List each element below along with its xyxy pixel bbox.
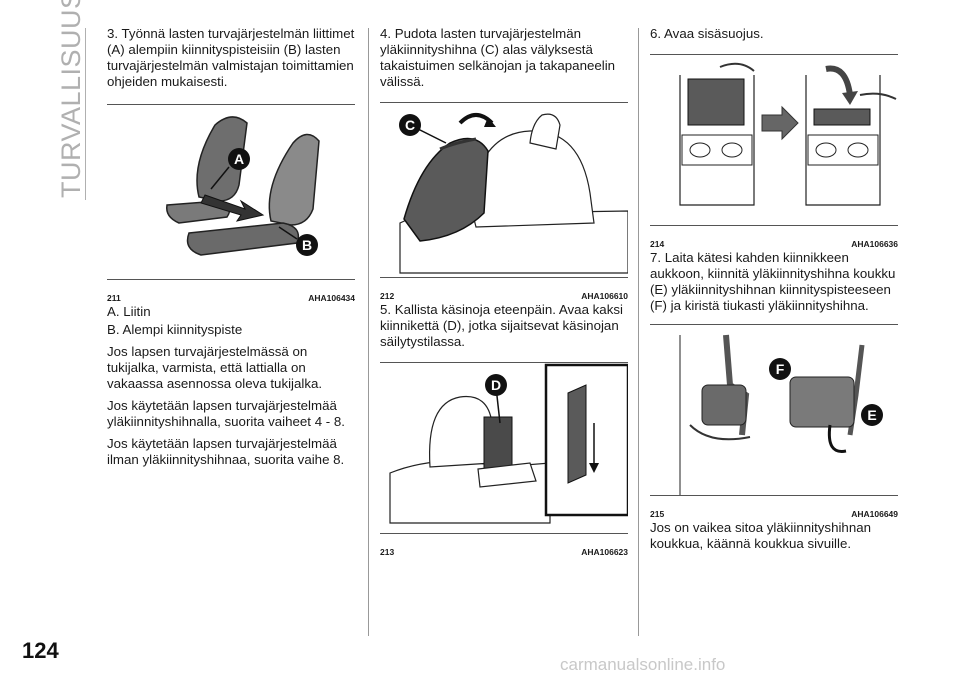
tether-drop-illustration: C: [399, 113, 628, 274]
figure-code: AHA106610: [581, 291, 628, 301]
column-divider: [638, 28, 639, 636]
figure-213: D 213 AHA106623: [380, 362, 628, 557]
callout-e: [861, 404, 883, 426]
figure-code: AHA106636: [851, 239, 898, 249]
figure-number: 215: [650, 509, 665, 519]
figure-214: 214 AHA106636: [650, 54, 898, 249]
page-number: 124: [22, 638, 59, 663]
inner-cover-illustration: [679, 62, 897, 206]
callout-a-text: A: [234, 151, 244, 167]
step-7-text: 7. Laita kätesi kahden kiinnikkeen aukko…: [650, 250, 896, 313]
figure-number: 214: [650, 239, 665, 249]
callout-d: [485, 374, 507, 396]
figure-215: F E 215 AHA106649: [650, 324, 898, 519]
section-sidebar: TURVALLISUUS: [52, 0, 92, 200]
armrest-illustration: D: [389, 363, 628, 524]
paragraph-support-leg: Jos lapsen turvajärjestelmässä on tukija…: [107, 344, 323, 391]
callout-a: [228, 148, 250, 170]
figure-code: AHA106623: [581, 547, 628, 557]
figure-number: 211: [107, 293, 121, 303]
column-divider: [368, 28, 369, 636]
callout-b: [296, 234, 318, 256]
figure-number: 213: [380, 547, 395, 557]
figure-211: A B 211 AHA106434: [107, 104, 355, 303]
step-6-text: 6. Avaa sisäsuojus.: [650, 26, 764, 41]
legend-b: B. Alempi kiinnityspiste: [107, 322, 243, 337]
column-1: 3. Työnnä lasten turvajärjestelmän liitt…: [107, 26, 355, 474]
callout-c-text: C: [405, 117, 415, 133]
column-3: 6. Avaa sisäsuojus. 214 AHA106636 7. Lai…: [650, 26, 898, 558]
figure-212: C 212 AHA106610: [380, 102, 628, 301]
callout-b-text: B: [302, 237, 312, 253]
paragraph-hook-tip: Jos on vaikea sitoa yläkiinnityshihnan k…: [650, 520, 872, 551]
step-5-text: 5. Kallista käsinoja eteenpäin. Avaa kak…: [380, 302, 623, 349]
step-3-text: 3. Työnnä lasten turvajärjestelmän liitt…: [107, 26, 355, 89]
callout-c: [399, 114, 421, 136]
paragraph-without-tether: Jos käytetään lapsen turvajärjestelmää i…: [107, 436, 345, 467]
callout-d-text: D: [491, 377, 501, 393]
tether-hook-illustration: F E: [679, 334, 883, 495]
paragraph-with-tether: Jos käytetään lapsen turvajärjestelmää y…: [107, 398, 345, 429]
figure-code: AHA106649: [851, 509, 898, 519]
seat-connector-illustration: A B: [166, 116, 320, 256]
callout-e-text: E: [867, 407, 876, 423]
figure-number: 212: [380, 291, 395, 301]
section-title: TURVALLISUUS: [56, 0, 86, 198]
callout-f: [769, 358, 791, 380]
step-4-text: 4. Pudota lasten turvajärjestelmän yläki…: [380, 26, 616, 89]
watermark: carmanualsonline.info: [560, 655, 726, 674]
figure-code: AHA106434: [308, 293, 355, 303]
legend-a: A. Liitin: [107, 304, 151, 319]
column-2: 4. Pudota lasten turvajärjestelmän yläki…: [380, 26, 628, 557]
callout-f-text: F: [776, 361, 785, 377]
section-divider: [85, 28, 86, 200]
